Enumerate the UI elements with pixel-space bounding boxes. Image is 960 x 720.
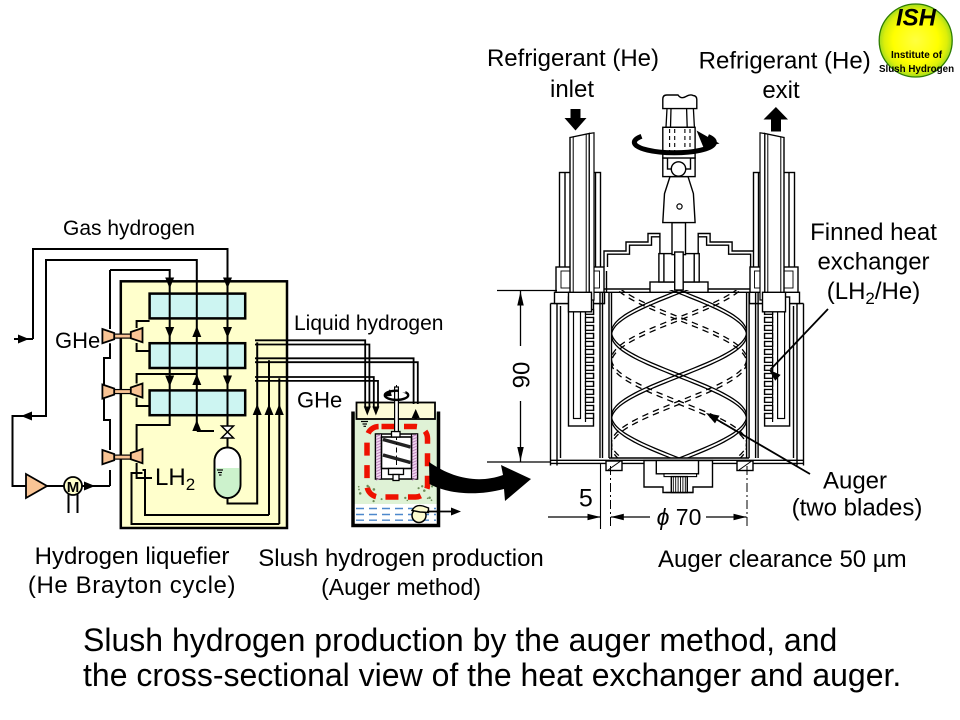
svg-text:Slush Hydrogen: Slush Hydrogen (879, 64, 954, 75)
svg-text:90: 90 (509, 362, 536, 389)
svg-text:(He Brayton cycle): (He Brayton cycle) (28, 572, 236, 599)
svg-text:GHe: GHe (55, 328, 100, 353)
svg-text:Hydrogen liquefier: Hydrogen liquefier (35, 543, 230, 570)
svg-text:ISH: ISH (896, 5, 937, 32)
svg-text:Auger: Auger (823, 468, 887, 495)
svg-text:Finned heat: Finned heat (810, 219, 937, 246)
svg-text:Refrigerant (He): Refrigerant (He) (699, 48, 871, 75)
svg-text:(Auger method): (Auger method) (321, 574, 481, 600)
svg-text:Gas hydrogen: Gas hydrogen (63, 217, 195, 240)
svg-text:exchanger: exchanger (817, 249, 929, 276)
svg-text:(two blades): (two blades) (792, 495, 923, 522)
svg-text:M: M (67, 479, 80, 496)
svg-text:Auger clearance 50 µm: Auger clearance 50 µm (658, 546, 907, 573)
svg-text:Institute of: Institute of (891, 50, 943, 61)
svg-text:Refrigerant (He): Refrigerant (He) (487, 45, 659, 72)
svg-text:Liquid hydrogen: Liquid hydrogen (294, 312, 443, 335)
svg-text:GHe: GHe (297, 388, 342, 413)
svg-text:Slush hydrogen production by t: Slush hydrogen production by the auger m… (83, 622, 837, 658)
svg-text:Slush hydrogen production: Slush hydrogen production (258, 545, 544, 572)
svg-text:5: 5 (579, 485, 593, 513)
svg-text:the cross-sectional view of th: the cross-sectional view of the heat exc… (83, 657, 901, 693)
svg-text:inlet: inlet (550, 76, 594, 103)
svg-text:exit: exit (762, 77, 800, 104)
svg-text:ϕ 70: ϕ 70 (657, 504, 702, 530)
